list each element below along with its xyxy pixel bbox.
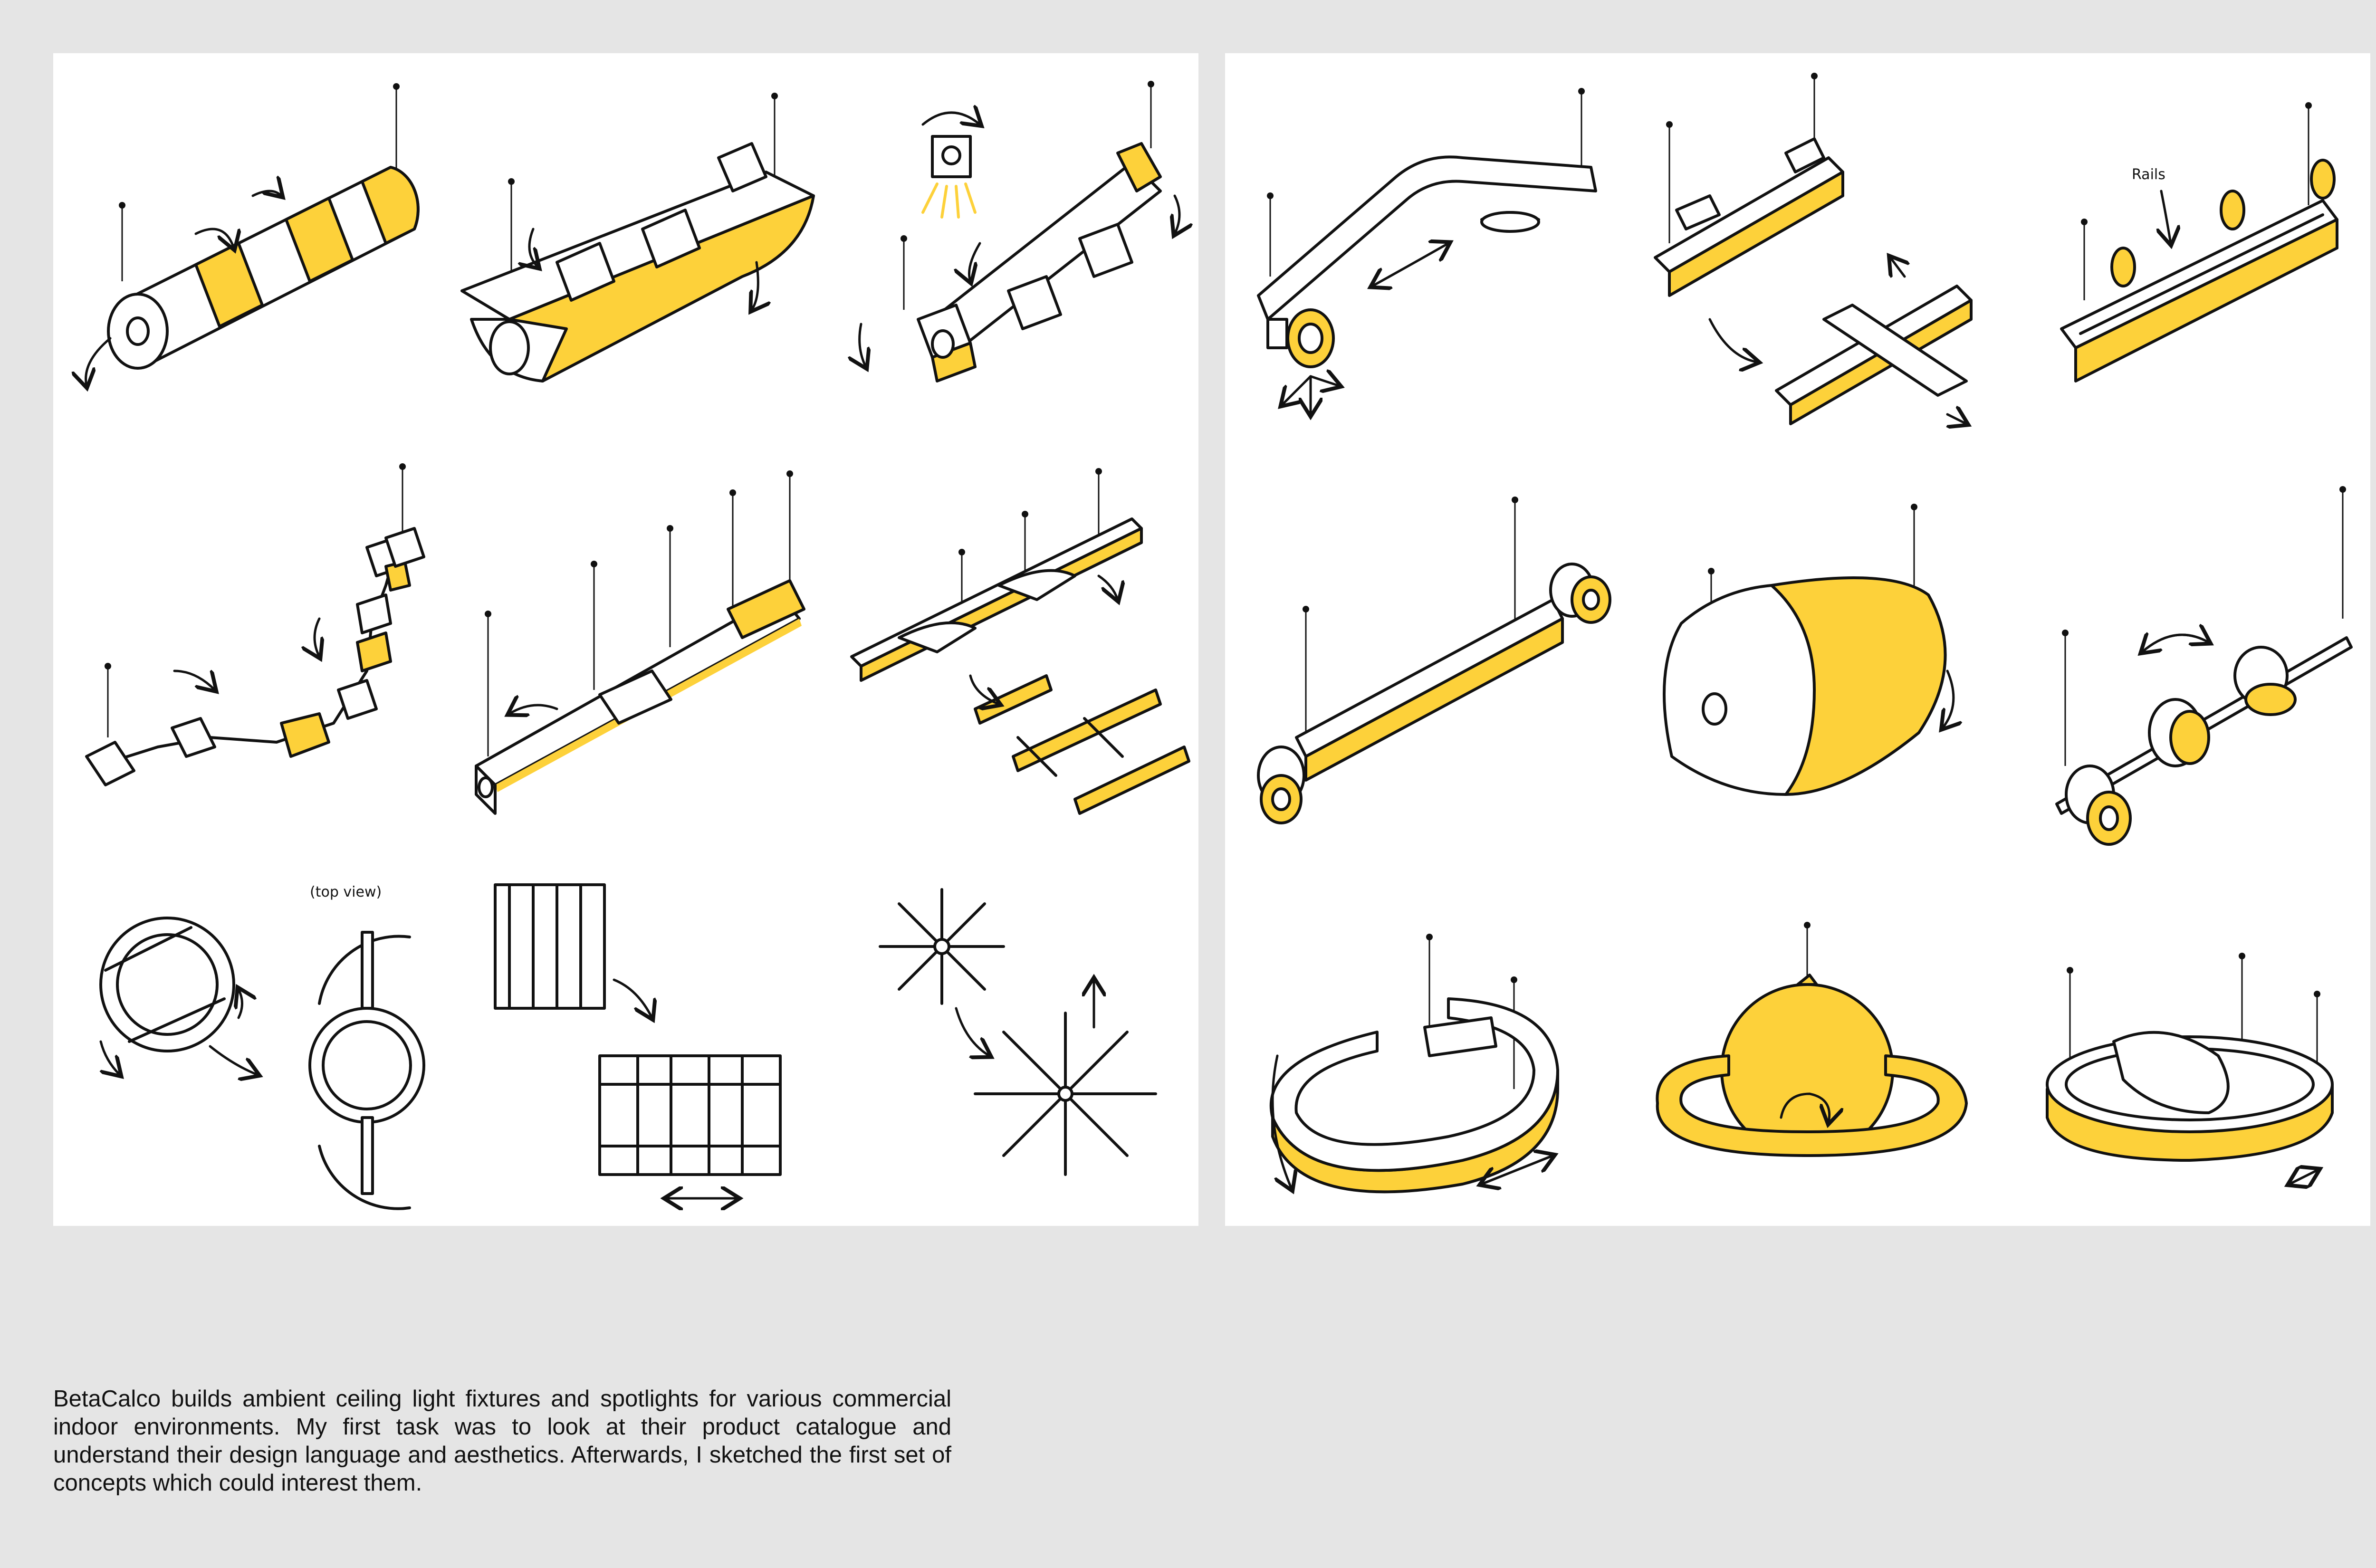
- concept-cylinder-spots: [2055, 486, 2353, 846]
- concept-grille-frames: [494, 883, 782, 1198]
- concept-folded-bar: [475, 470, 805, 815]
- concept-sphere-ring: [1656, 922, 1968, 1157]
- concept-star-fixtures: [879, 888, 1157, 1176]
- concept-cross-bars: [1654, 73, 1973, 424]
- concept-flat-bars: [850, 468, 1190, 815]
- concept-striped-cylinder: [86, 83, 420, 386]
- sketch-sheet-left: (top view): [53, 81, 1198, 1226]
- sketch-sheet-right: Rails: [1257, 73, 2353, 1226]
- concept-ring-segments: (top view): [99, 884, 425, 1210]
- concept-curved-beam: [1257, 88, 1597, 414]
- concept-bulging-cylinder: [1663, 504, 1954, 796]
- description-text: BetaCalco builds ambient ceiling light f…: [53, 1386, 951, 1496]
- concept-half-pipe: [460, 93, 815, 382]
- top-view-label: (top view): [310, 884, 382, 900]
- concept-rod-cylinders: [1257, 497, 1611, 824]
- concept-double-ring: [2046, 953, 2334, 1184]
- concept-open-oval-ring: [1269, 934, 1559, 1192]
- concept-linked-cubes: [85, 463, 425, 786]
- sketch-panel-right: Rails: [1225, 53, 2370, 1226]
- rails-label: Rails: [2132, 166, 2165, 183]
- concept-cube-spot-chain: [860, 81, 1179, 382]
- sketch-panel-left: (top view): [53, 53, 1198, 1226]
- concept-rails: Rails: [2060, 102, 2338, 382]
